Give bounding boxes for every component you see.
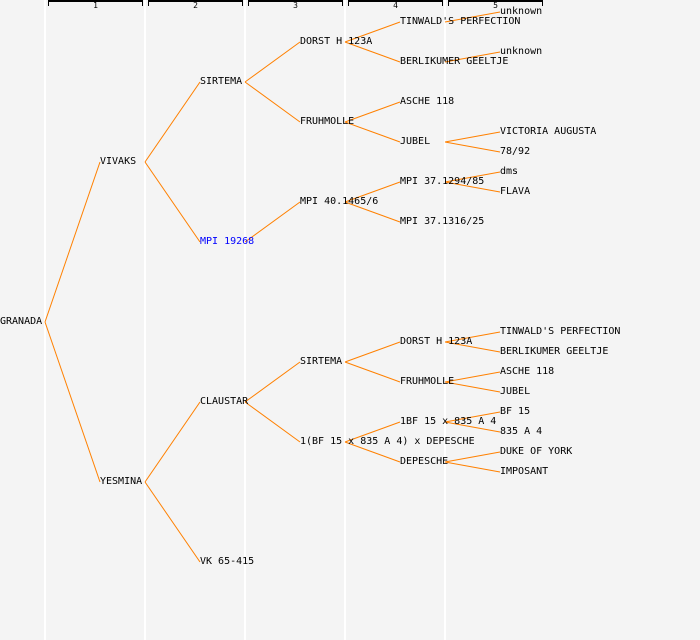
pedigree-connector <box>444 131 501 143</box>
ancestor-gen-4[interactable]: MPI 37.1294/85 <box>400 176 485 187</box>
pedigree-connector <box>444 341 501 353</box>
ancestor-gen-5[interactable]: unknown <box>500 46 543 57</box>
generation-header: 2 <box>148 0 243 10</box>
subject-animal[interactable]: GRANADA <box>0 316 43 327</box>
pedigree-connector <box>444 451 501 463</box>
pedigree-connector <box>244 361 301 403</box>
ancestor-gen-5[interactable]: JUBEL <box>500 386 531 397</box>
ancestor-gen-5[interactable]: 835 A 4 <box>500 426 543 437</box>
ancestor-gen-3[interactable]: MPI 40.1465/6 <box>300 196 379 207</box>
pedigree-connector <box>444 171 501 183</box>
pedigree-connector <box>444 51 501 63</box>
generation-number: 1 <box>93 1 98 10</box>
generation-number: 2 <box>193 1 198 10</box>
pedigree-connector <box>444 381 501 393</box>
ancestor-gen-4[interactable]: JUBEL <box>400 136 431 147</box>
pedigree-connector <box>144 161 201 243</box>
pedigree-connector <box>444 11 501 23</box>
pedigree-connector <box>344 41 401 63</box>
pedigree-connector <box>444 181 501 193</box>
ancestor-gen-5[interactable]: ASCHE 118 <box>500 366 555 377</box>
ancestor-gen-5[interactable]: BF 15 <box>500 406 531 417</box>
ancestor-gen-3[interactable]: 1(BF 15 x 835 A 4) x DEPESCHE <box>300 436 475 447</box>
ancestor-gen-5[interactable]: unknown <box>500 6 543 17</box>
generation-number: 5 <box>493 1 498 10</box>
pedigree-connector <box>44 161 101 323</box>
pedigree-connector <box>244 201 301 243</box>
ancestor-gen-4[interactable]: ASCHE 118 <box>400 96 455 107</box>
pedigree-connector <box>144 481 201 563</box>
generation-header: 5 <box>448 0 543 10</box>
ancestor-gen-3[interactable]: FRUHMOLLE <box>300 116 355 127</box>
ancestor-gen-5[interactable]: IMPOSANT <box>500 466 549 477</box>
ancestor-gen-3[interactable]: SIRTEMA <box>300 356 343 367</box>
ancestor-gen-5[interactable]: 78/92 <box>500 146 531 157</box>
ancestor-gen-5[interactable]: FLAVA <box>500 186 531 197</box>
pedigree-connector <box>344 21 401 43</box>
pedigree-connector <box>144 401 201 483</box>
ancestor-gen-5[interactable]: VICTORIA AUGUSTA <box>500 126 597 137</box>
ancestor-gen-5[interactable]: DUKE OF YORK <box>500 446 573 457</box>
pedigree-connector <box>444 141 501 153</box>
pedigree-connector <box>144 81 201 163</box>
pedigree-connector <box>344 341 401 363</box>
pedigree-connector <box>344 441 401 463</box>
ancestor-gen-4[interactable]: DEPESCHE <box>400 456 449 467</box>
pedigree-connector <box>344 181 401 203</box>
pedigree-connector <box>444 461 501 473</box>
pedigree-connector <box>244 401 301 443</box>
generation-number: 3 <box>293 1 298 10</box>
ancestor-gen-4[interactable]: BERLIKUMER GEELTJE <box>400 56 509 67</box>
ancestor-gen-1[interactable]: VIVAKS <box>100 156 137 167</box>
ancestor-gen-2[interactable]: SIRTEMA <box>200 76 243 87</box>
pedigree-connector <box>44 321 101 483</box>
ancestor-gen-5[interactable]: dms <box>500 166 519 177</box>
pedigree-connector <box>444 411 501 423</box>
ancestor-gen-4[interactable]: FRUHMOLLE <box>400 376 455 387</box>
pedigree-connector <box>344 101 401 123</box>
pedigree-connector <box>444 371 501 383</box>
pedigree-connector <box>344 361 401 383</box>
pedigree-connector <box>244 81 301 123</box>
ancestor-gen-2[interactable]: VK 65-415 <box>200 556 255 567</box>
pedigree-connector <box>344 421 401 443</box>
ancestor-gen-4[interactable]: DORST H 123A <box>400 336 473 347</box>
pedigree-connector <box>344 121 401 143</box>
pedigree-connector <box>344 201 401 223</box>
ancestor-gen-5[interactable]: TINWALD'S PERFECTION <box>500 326 621 337</box>
pedigree-connector <box>244 41 301 83</box>
generation-header: 1 <box>48 0 143 10</box>
ancestor-gen-5[interactable]: BERLIKUMER GEELTJE <box>500 346 609 357</box>
generation-number: 4 <box>393 1 398 10</box>
ancestor-gen-4[interactable]: 1BF 15 x 835 A 4 <box>400 416 497 427</box>
ancestor-gen-2[interactable]: MPI 19268 <box>200 236 255 247</box>
generation-header: 4 <box>348 0 443 10</box>
ancestor-gen-4[interactable]: MPI 37.1316/25 <box>400 216 485 227</box>
ancestor-gen-3[interactable]: DORST H 123A <box>300 36 373 47</box>
ancestor-gen-1[interactable]: YESMINA <box>100 476 143 487</box>
ancestor-gen-2[interactable]: CLAUSTAR <box>200 396 249 407</box>
ancestor-gen-4[interactable]: TINWALD'S PERFECTION <box>400 16 521 27</box>
pedigree-connector <box>444 331 501 343</box>
pedigree-connector <box>444 421 501 433</box>
generation-header: 3 <box>248 0 343 10</box>
